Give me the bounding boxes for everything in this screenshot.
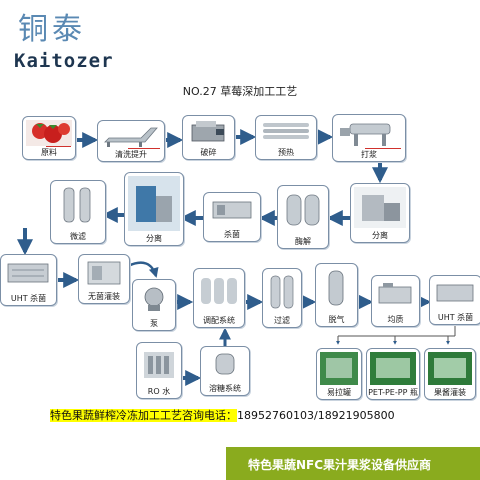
step-separate-1: 分离 [350, 183, 410, 243]
supplier-banner-text: 特色果蔬NFC果汁果浆设备供应商 [248, 458, 432, 472]
step-label: 酶解 [295, 237, 311, 246]
step-label: 均质 [387, 315, 404, 324]
step-filter: 过滤 [262, 268, 302, 328]
pulper-machine-icon [340, 123, 391, 146]
packaging-branch-lines [336, 323, 456, 345]
filter-housing-icon [63, 187, 91, 223]
ro-water-system-icon [144, 352, 174, 378]
step-label: 杀菌 [224, 230, 240, 239]
enzyme-tank-icon [286, 194, 320, 226]
can-filler-icon [320, 352, 358, 385]
step-pump: 泵 [132, 279, 176, 331]
step-raw-material: 原料 [22, 116, 76, 160]
step-label: RO 水 [147, 387, 171, 396]
uht-machine-icon [436, 284, 474, 302]
step-label: UHT 杀菌 [437, 313, 474, 322]
hotline-label: 特色果蔬鲜榨冷冻加工工艺咨询电话： [50, 409, 237, 422]
step-label: 分离 [146, 234, 162, 243]
uht-machine-icon [7, 263, 49, 283]
bottle-filler-icon [370, 352, 416, 385]
aseptic-filler-icon [87, 261, 121, 285]
step-label: 清洗提升 [115, 150, 147, 159]
step-sugar-dissolving: 溶糖系统 [200, 346, 250, 396]
step-ro-water: RO 水 [136, 342, 182, 399]
step-uht-sterilize-2: UHT 杀菌 [429, 275, 480, 325]
arrow-aseptic-pump [127, 261, 159, 278]
separator-machine-icon [354, 187, 406, 228]
step-label: 打浆 [361, 150, 377, 159]
step-deaeration: 脱气 [315, 263, 358, 327]
step-sterilize-1: 杀菌 [203, 192, 261, 242]
step-label: 微滤 [70, 232, 86, 241]
step-uht-sterilize-1: UHT 杀菌 [0, 254, 57, 306]
step-crush: 破碎 [182, 115, 235, 160]
step-label: 原料 [41, 148, 57, 157]
step-label: 果酱灌装 [434, 388, 466, 397]
supplier-banner: 特色果蔬NFC果汁果浆设备供应商 [226, 447, 480, 480]
step-microfilter: 微滤 [50, 180, 106, 244]
step-enzyme: 酶解 [277, 185, 329, 249]
step-can-filling: 易拉罐 [316, 348, 362, 400]
diagram-title: NO.27 草莓深加工工艺 [182, 85, 298, 98]
step-label: 易拉罐 [327, 388, 351, 397]
sterilizer-machine-icon [212, 201, 252, 219]
crusher-machine-icon [191, 121, 225, 142]
strawberry-icon [26, 120, 72, 146]
blending-tank-icon [201, 278, 237, 304]
step-label: 调配系统 [203, 316, 235, 325]
step-label: 预热 [278, 148, 294, 157]
step-label: 泵 [150, 319, 158, 328]
step-preheat: 预热 [255, 115, 317, 160]
consultation-hotline: 特色果蔬鲜榨冷冻加工工艺咨询电话：18952760103/18921905800 [50, 407, 395, 423]
sugar-tank-icon [215, 353, 235, 375]
step-wash-lift: 清洗提升 [97, 120, 165, 162]
pump-icon [144, 287, 164, 311]
step-label: 分离 [372, 231, 388, 240]
washer-machine-icon [104, 127, 158, 147]
step-aseptic-filling: 无菌灌装 [78, 254, 130, 304]
step-label: 脱气 [328, 315, 345, 324]
step-bottle-filling: PET-PE-PP 瓶 [366, 348, 420, 400]
step-label: 无菌灌装 [88, 292, 120, 301]
tube-heater-icon [263, 123, 309, 139]
hotline-number: 18952760103/18921905800 [237, 409, 395, 422]
step-pulping: 打浆 [332, 114, 406, 162]
step-label: 过滤 [274, 316, 290, 325]
step-label: 破碎 [200, 148, 217, 157]
separator-machine-icon [128, 176, 180, 231]
filter-housing-icon [270, 275, 294, 309]
step-label: PET-PE-PP 瓶 [368, 388, 418, 397]
brand-logo-chinese: 铜泰 [18, 12, 86, 47]
step-label: UHT 杀菌 [10, 294, 47, 303]
step-label: 溶糖系统 [209, 384, 241, 393]
brand-logo-english: Kaitozer [14, 50, 114, 72]
step-jam-filling: 果酱灌装 [424, 348, 476, 400]
jam-filler-icon [428, 352, 472, 385]
homogenizer-icon [378, 283, 412, 304]
step-homogenize: 均质 [371, 275, 420, 327]
step-separate-2: 分离 [124, 172, 184, 246]
deaerator-tank-icon [328, 270, 344, 306]
step-blending-system: 调配系统 [193, 268, 245, 328]
